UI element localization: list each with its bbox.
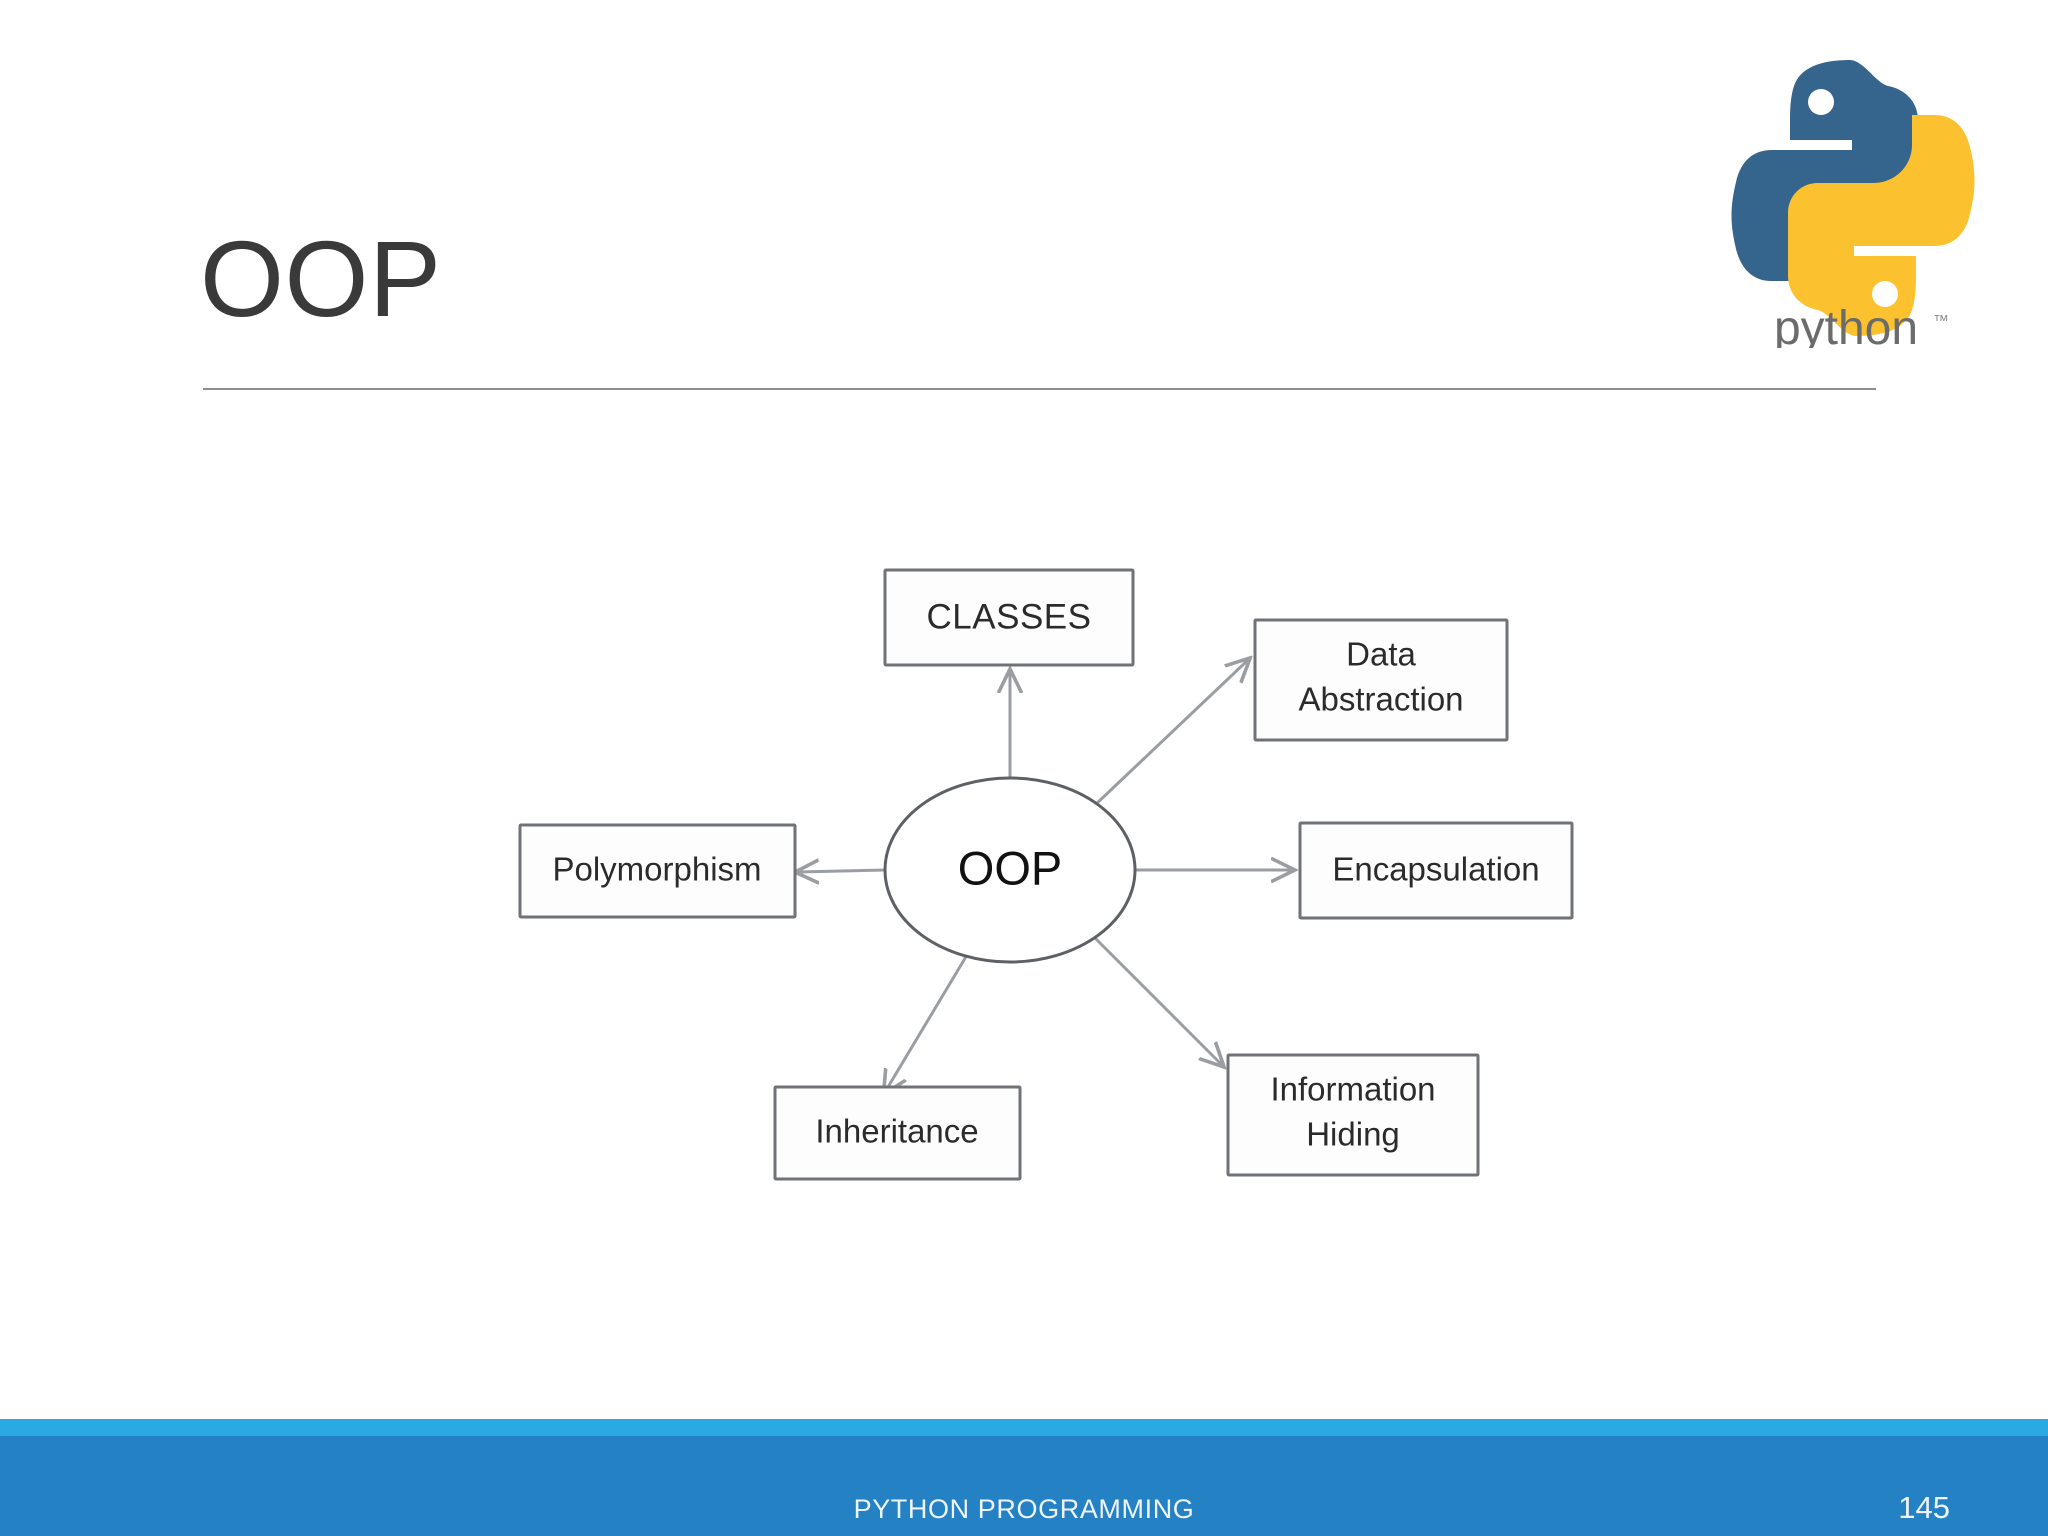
connector-to-data-abstraction [1093, 660, 1248, 807]
information-hiding-label-line2: Hiding [1306, 1116, 1400, 1153]
footer-accent-strip [0, 1419, 2048, 1436]
center-label: OOP [958, 841, 1062, 894]
polymorphism-box[interactable] [518, 823, 797, 919]
information-hiding-label-line1: Information [1270, 1071, 1435, 1108]
python-logo-yellow-eye [1872, 281, 1898, 307]
python-logo-blue-eye [1808, 89, 1834, 115]
oop-mindmap-diagram: OOP CLASSES Data Abstraction Encapsulati… [470, 520, 1630, 1220]
diagram-node-information-hiding[interactable]: Information Hiding [1226, 1053, 1480, 1177]
diagram-node-center: OOP [883, 776, 1137, 964]
footer-title: PYTHON PROGRAMMING [853, 1494, 1195, 1524]
python-trademark-icon: ™ [1933, 313, 1949, 330]
footer-page-number: 145 [1898, 1490, 1950, 1525]
data-abstraction-box[interactable] [1253, 618, 1509, 742]
diagram-node-inheritance[interactable]: Inheritance [773, 1085, 1022, 1181]
classes-box[interactable] [883, 568, 1135, 667]
polymorphism-label: Polymorphism [552, 851, 761, 888]
python-logo: python ™ [1728, 48, 1978, 348]
connector-to-information-hiding [1093, 936, 1222, 1065]
data-abstraction-label-line2: Abstraction [1298, 681, 1463, 718]
python-wordmark: python [1774, 302, 1918, 348]
inheritance-label: Inheritance [815, 1113, 978, 1150]
classes-label: CLASSES [927, 597, 1092, 636]
data-abstraction-label-line1: Data [1346, 636, 1416, 673]
diagram-node-classes[interactable]: CLASSES [883, 568, 1135, 667]
footer-bar [0, 1436, 2048, 1536]
python-logo-blue-half [1731, 60, 1918, 281]
connector-to-inheritance [885, 949, 972, 1092]
inheritance-box[interactable] [773, 1085, 1022, 1181]
diagram-node-data-abstraction[interactable]: Data Abstraction [1253, 618, 1509, 742]
connector-to-polymorphism [798, 870, 886, 872]
center-ellipse [883, 776, 1137, 964]
encapsulation-label: Encapsulation [1332, 851, 1539, 888]
information-hiding-box[interactable] [1226, 1053, 1480, 1177]
page-title: OOP [200, 218, 442, 339]
python-logo-yellow-half [1788, 115, 1975, 336]
diagram-node-encapsulation[interactable]: Encapsulation [1298, 821, 1574, 920]
encapsulation-box[interactable] [1298, 821, 1574, 920]
title-divider [203, 388, 1876, 390]
diagram-node-polymorphism[interactable]: Polymorphism [518, 823, 797, 919]
